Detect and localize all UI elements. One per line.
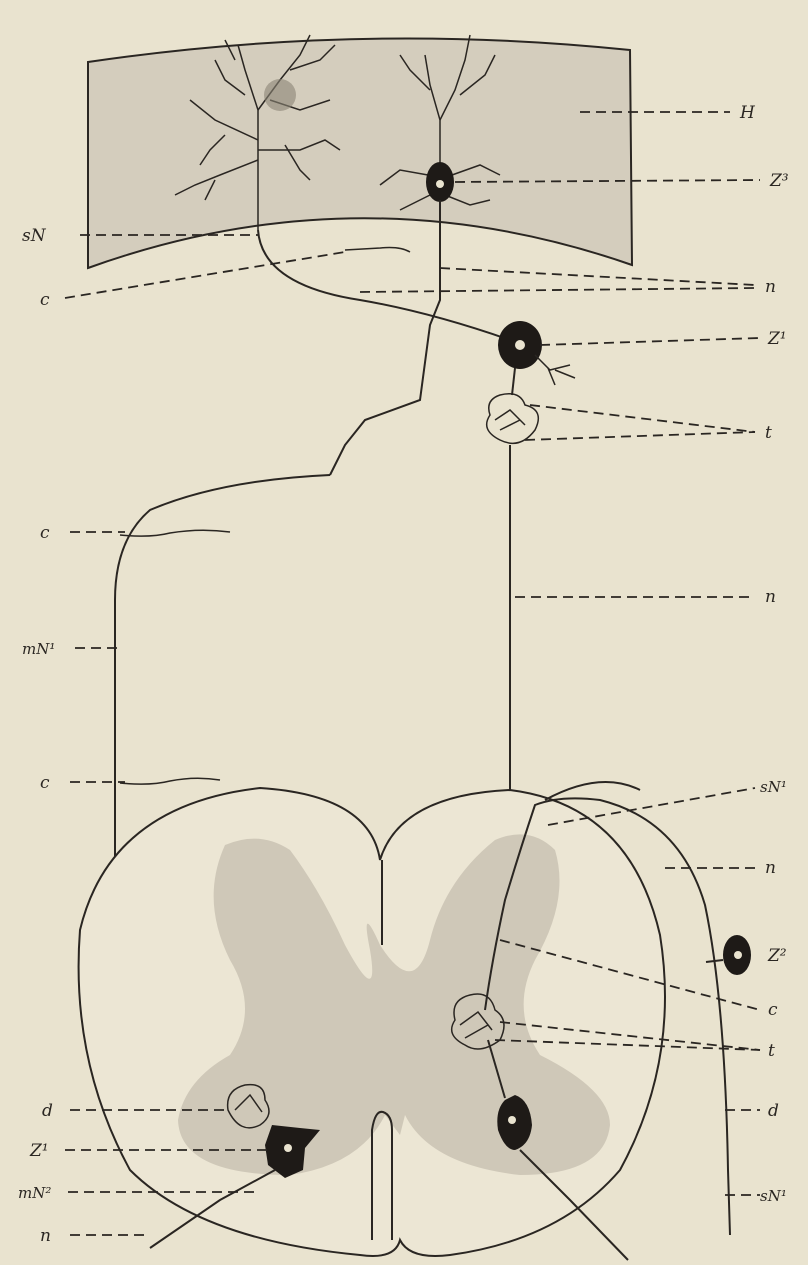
label-n-bottom: n: [40, 1226, 51, 1246]
label-Z1-top: Z¹: [767, 329, 787, 349]
label-sN1-bottom: sN¹: [760, 1187, 787, 1205]
label-mN2: mN²: [18, 1184, 51, 1202]
label-d-right: d: [768, 1101, 779, 1121]
label-t-right: t: [768, 1041, 775, 1061]
collateral-top: [345, 248, 410, 253]
label-c-top: c: [40, 290, 50, 310]
label-c-right: c: [768, 1000, 778, 1020]
cortex-region: [88, 38, 632, 268]
sensory-nerve-upper: [258, 230, 510, 340]
label-H: H: [739, 103, 756, 123]
sensory-branch-right: [545, 782, 640, 800]
label-c-upper: c: [40, 523, 50, 543]
cortex-terminal-cluster: [264, 79, 296, 111]
label-Z1-bottom: Z¹: [29, 1141, 49, 1161]
label-t-top: t: [765, 423, 772, 443]
label-sN: sN: [22, 226, 47, 246]
label-mN1: mN¹: [22, 640, 55, 658]
cell-z3: [426, 162, 454, 202]
collateral-upper: [120, 530, 230, 536]
label-c-lower: c: [40, 773, 50, 793]
collateral-lower: [120, 778, 220, 784]
label-n-right: n: [765, 858, 776, 878]
fiber-n-descending: [510, 445, 560, 820]
label-d-left: d: [42, 1101, 53, 1121]
label-Z3: Z³: [769, 171, 789, 191]
label-sN1-top: sN¹: [760, 778, 787, 796]
label-n-mid: n: [765, 587, 776, 607]
axon-z3: [330, 200, 440, 475]
terminal-top: [487, 394, 539, 444]
label-n-top: n: [765, 277, 776, 297]
cell-z1-top: [498, 321, 575, 395]
label-Z2: Z²: [767, 946, 787, 966]
